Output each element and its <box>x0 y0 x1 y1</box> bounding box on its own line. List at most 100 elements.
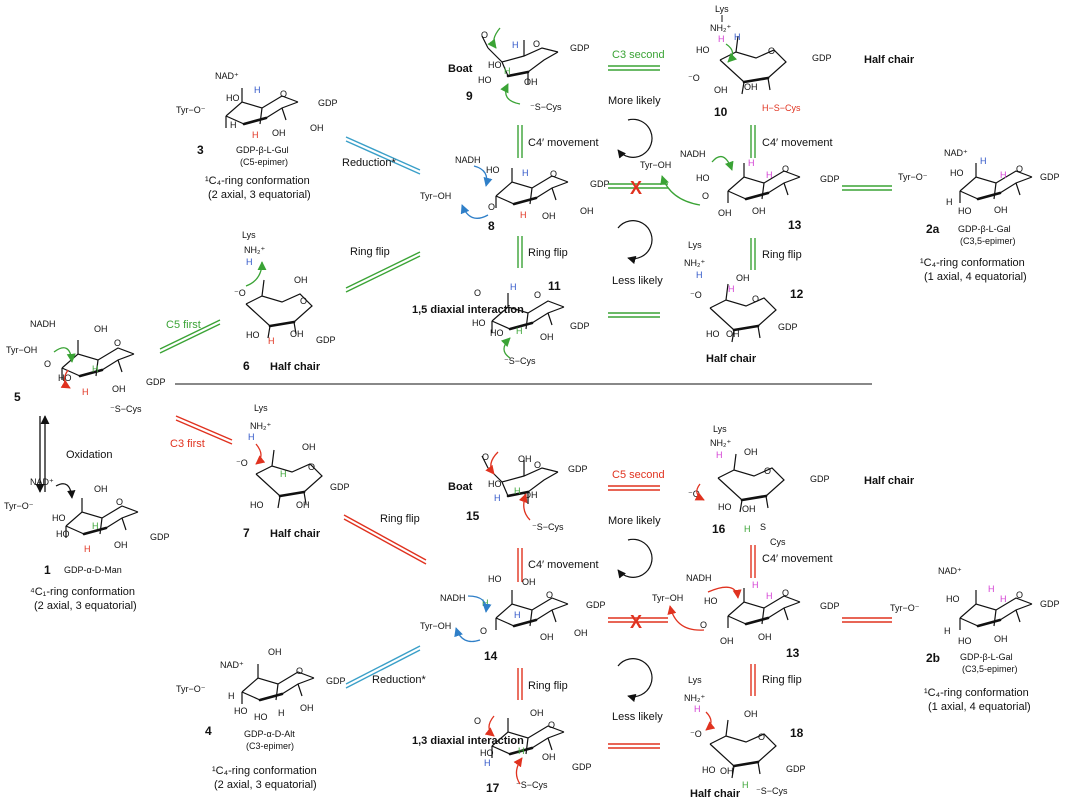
c3-first-arrow: C3 first <box>170 415 233 450</box>
svg-text:2b: 2b <box>926 651 940 665</box>
svg-text:X: X <box>630 178 642 198</box>
svg-text:Half chair: Half chair <box>706 353 757 365</box>
svg-text:H: H <box>522 168 529 178</box>
svg-text:OH: OH <box>758 632 772 642</box>
svg-text:O: O <box>550 169 557 179</box>
svg-text:⁻S−Cys: ⁻S−Cys <box>530 102 562 112</box>
svg-text:H: H <box>514 610 521 620</box>
svg-text:HO: HO <box>486 165 500 175</box>
svg-text:GDP-β-L-Gal: GDP-β-L-Gal <box>958 224 1011 234</box>
svg-text:H: H <box>494 493 501 503</box>
svg-text:OH: OH <box>726 329 740 339</box>
svg-text:⁴C₁-ring conformation: ⁴C₁-ring conformation <box>30 586 135 598</box>
svg-text:OH: OH <box>302 442 316 452</box>
svg-text:HO: HO <box>254 712 268 722</box>
svg-text:Less likely: Less likely <box>612 711 663 723</box>
cycle-less-likely-top: Less likely <box>612 220 663 287</box>
svg-text:Ring flip: Ring flip <box>528 680 568 692</box>
svg-text:H: H <box>280 469 287 479</box>
svg-text:C3 second: C3 second <box>612 49 665 61</box>
cycle-more-likely-top: More likely <box>608 95 661 159</box>
svg-text:O: O <box>474 716 481 726</box>
svg-text:HO: HO <box>488 479 502 489</box>
svg-text:Ring flip: Ring flip <box>528 247 568 259</box>
blocked-equilibrium-top: X <box>608 178 668 198</box>
svg-text:Lys: Lys <box>715 4 729 14</box>
svg-text:HO: HO <box>696 45 710 55</box>
ring-flip-arrow-13-18: Ring flip <box>750 664 802 696</box>
svg-text:O: O <box>533 39 540 49</box>
svg-text:H: H <box>246 257 253 267</box>
svg-text:H: H <box>718 34 725 44</box>
svg-text:11: 11 <box>548 279 561 293</box>
svg-text:C4′ movement: C4′ movement <box>762 137 833 149</box>
svg-text:H: H <box>696 270 703 280</box>
svg-text:HO: HO <box>478 75 492 85</box>
svg-text:H: H <box>516 326 523 336</box>
svg-text:GDP: GDP <box>1040 172 1060 182</box>
svg-text:Tyr−O⁻: Tyr−O⁻ <box>176 105 206 115</box>
svg-text:OH: OH <box>94 324 108 334</box>
svg-text:Tyr−OH: Tyr−OH <box>6 345 37 355</box>
svg-text:GDP: GDP <box>146 377 166 387</box>
svg-text:C5 second: C5 second <box>612 469 665 481</box>
svg-text:Lys: Lys <box>242 230 256 240</box>
svg-text:NH₂⁺: NH₂⁺ <box>710 438 731 448</box>
svg-text:OH: OH <box>742 504 756 514</box>
svg-text:Half chair: Half chair <box>864 475 915 487</box>
svg-text:H: H <box>92 364 99 374</box>
svg-text:4: 4 <box>205 724 212 738</box>
cycle-more-likely-bot: More likely <box>608 515 661 579</box>
svg-text:H: H <box>946 197 953 207</box>
svg-text:O: O <box>534 290 541 300</box>
svg-text:O: O <box>764 466 771 476</box>
svg-text:S: S <box>760 522 766 532</box>
svg-text:Less likely: Less likely <box>612 275 663 287</box>
svg-text:Boat: Boat <box>448 63 473 75</box>
compound-15: Boat O OH HO H H OH O GDP ⁻S−Cys 15 <box>448 451 588 532</box>
svg-text:HO: HO <box>234 706 248 716</box>
svg-text:GDP: GDP <box>318 98 338 108</box>
svg-text:HO: HO <box>706 329 720 339</box>
compound-14: NADH Tyr−OH HO OH H H O O OH OH GDP 14 <box>420 574 606 663</box>
svg-text:OH: OH <box>580 206 594 216</box>
svg-text:Tyr−O⁻: Tyr−O⁻ <box>176 684 206 694</box>
svg-text:H: H <box>278 708 285 718</box>
svg-text:O: O <box>114 338 121 348</box>
svg-text:⁻O: ⁻O <box>688 73 700 83</box>
svg-text:GDP: GDP <box>570 43 590 53</box>
svg-text:OH: OH <box>744 82 758 92</box>
compound-3: NAD⁺ Tyr−O⁻ HO H H H OH OH O GDP 3 GDP-β… <box>176 71 338 201</box>
svg-text:Cys: Cys <box>770 537 786 547</box>
compound-8: NADH Tyr−OH HO O H H OH OH O GDP 8 <box>420 155 610 233</box>
ring-flip-arrow-13-12: Ring flip <box>750 238 802 270</box>
svg-text:⁻S−Cys: ⁻S−Cys <box>110 404 142 414</box>
svg-text:GDP: GDP <box>812 53 832 63</box>
ring-flip-arrow-14-17: Ring flip <box>517 668 568 700</box>
svg-text:GDP-α-D-Alt: GDP-α-D-Alt <box>244 729 295 739</box>
c3-second-arrow: C3 second <box>608 49 665 71</box>
svg-text:14: 14 <box>484 649 498 663</box>
svg-text:OH: OH <box>294 275 308 285</box>
svg-text:H: H <box>694 704 701 714</box>
svg-text:GDP-β-L-Gul: GDP-β-L-Gul <box>236 145 289 155</box>
compound-5: NADH Tyr−OH O OH O HO H H OH GDP ⁻S−Cys … <box>6 319 166 414</box>
svg-text:OH: OH <box>310 123 324 133</box>
svg-text:GDP: GDP <box>820 174 840 184</box>
svg-text:Lys: Lys <box>688 675 702 685</box>
svg-text:GDP: GDP <box>1040 599 1060 609</box>
svg-text:NH₂⁺: NH₂⁺ <box>250 421 271 431</box>
svg-text:H: H <box>1000 170 1007 180</box>
compound-9: Boat O HO HO H H OH O GDP ⁻S−Cys 9 <box>448 27 590 112</box>
svg-text:H: H <box>728 284 735 294</box>
compound-2a: NAD⁺ Tyr−O⁻ HO H H H HO OH O GDP 2a GDP-… <box>898 148 1060 283</box>
svg-text:HO: HO <box>958 206 972 216</box>
svg-text:H: H <box>744 524 751 534</box>
svg-text:(2 axial, 3 equatorial): (2 axial, 3 equatorial) <box>208 189 311 201</box>
svg-text:O: O <box>758 732 765 742</box>
svg-text:(C3,5-epimer): (C3,5-epimer) <box>962 664 1018 674</box>
svg-text:Half chair: Half chair <box>864 54 915 66</box>
svg-text:(1 axial, 4 equatorial): (1 axial, 4 equatorial) <box>924 271 1027 283</box>
svg-text:Boat: Boat <box>448 481 473 493</box>
